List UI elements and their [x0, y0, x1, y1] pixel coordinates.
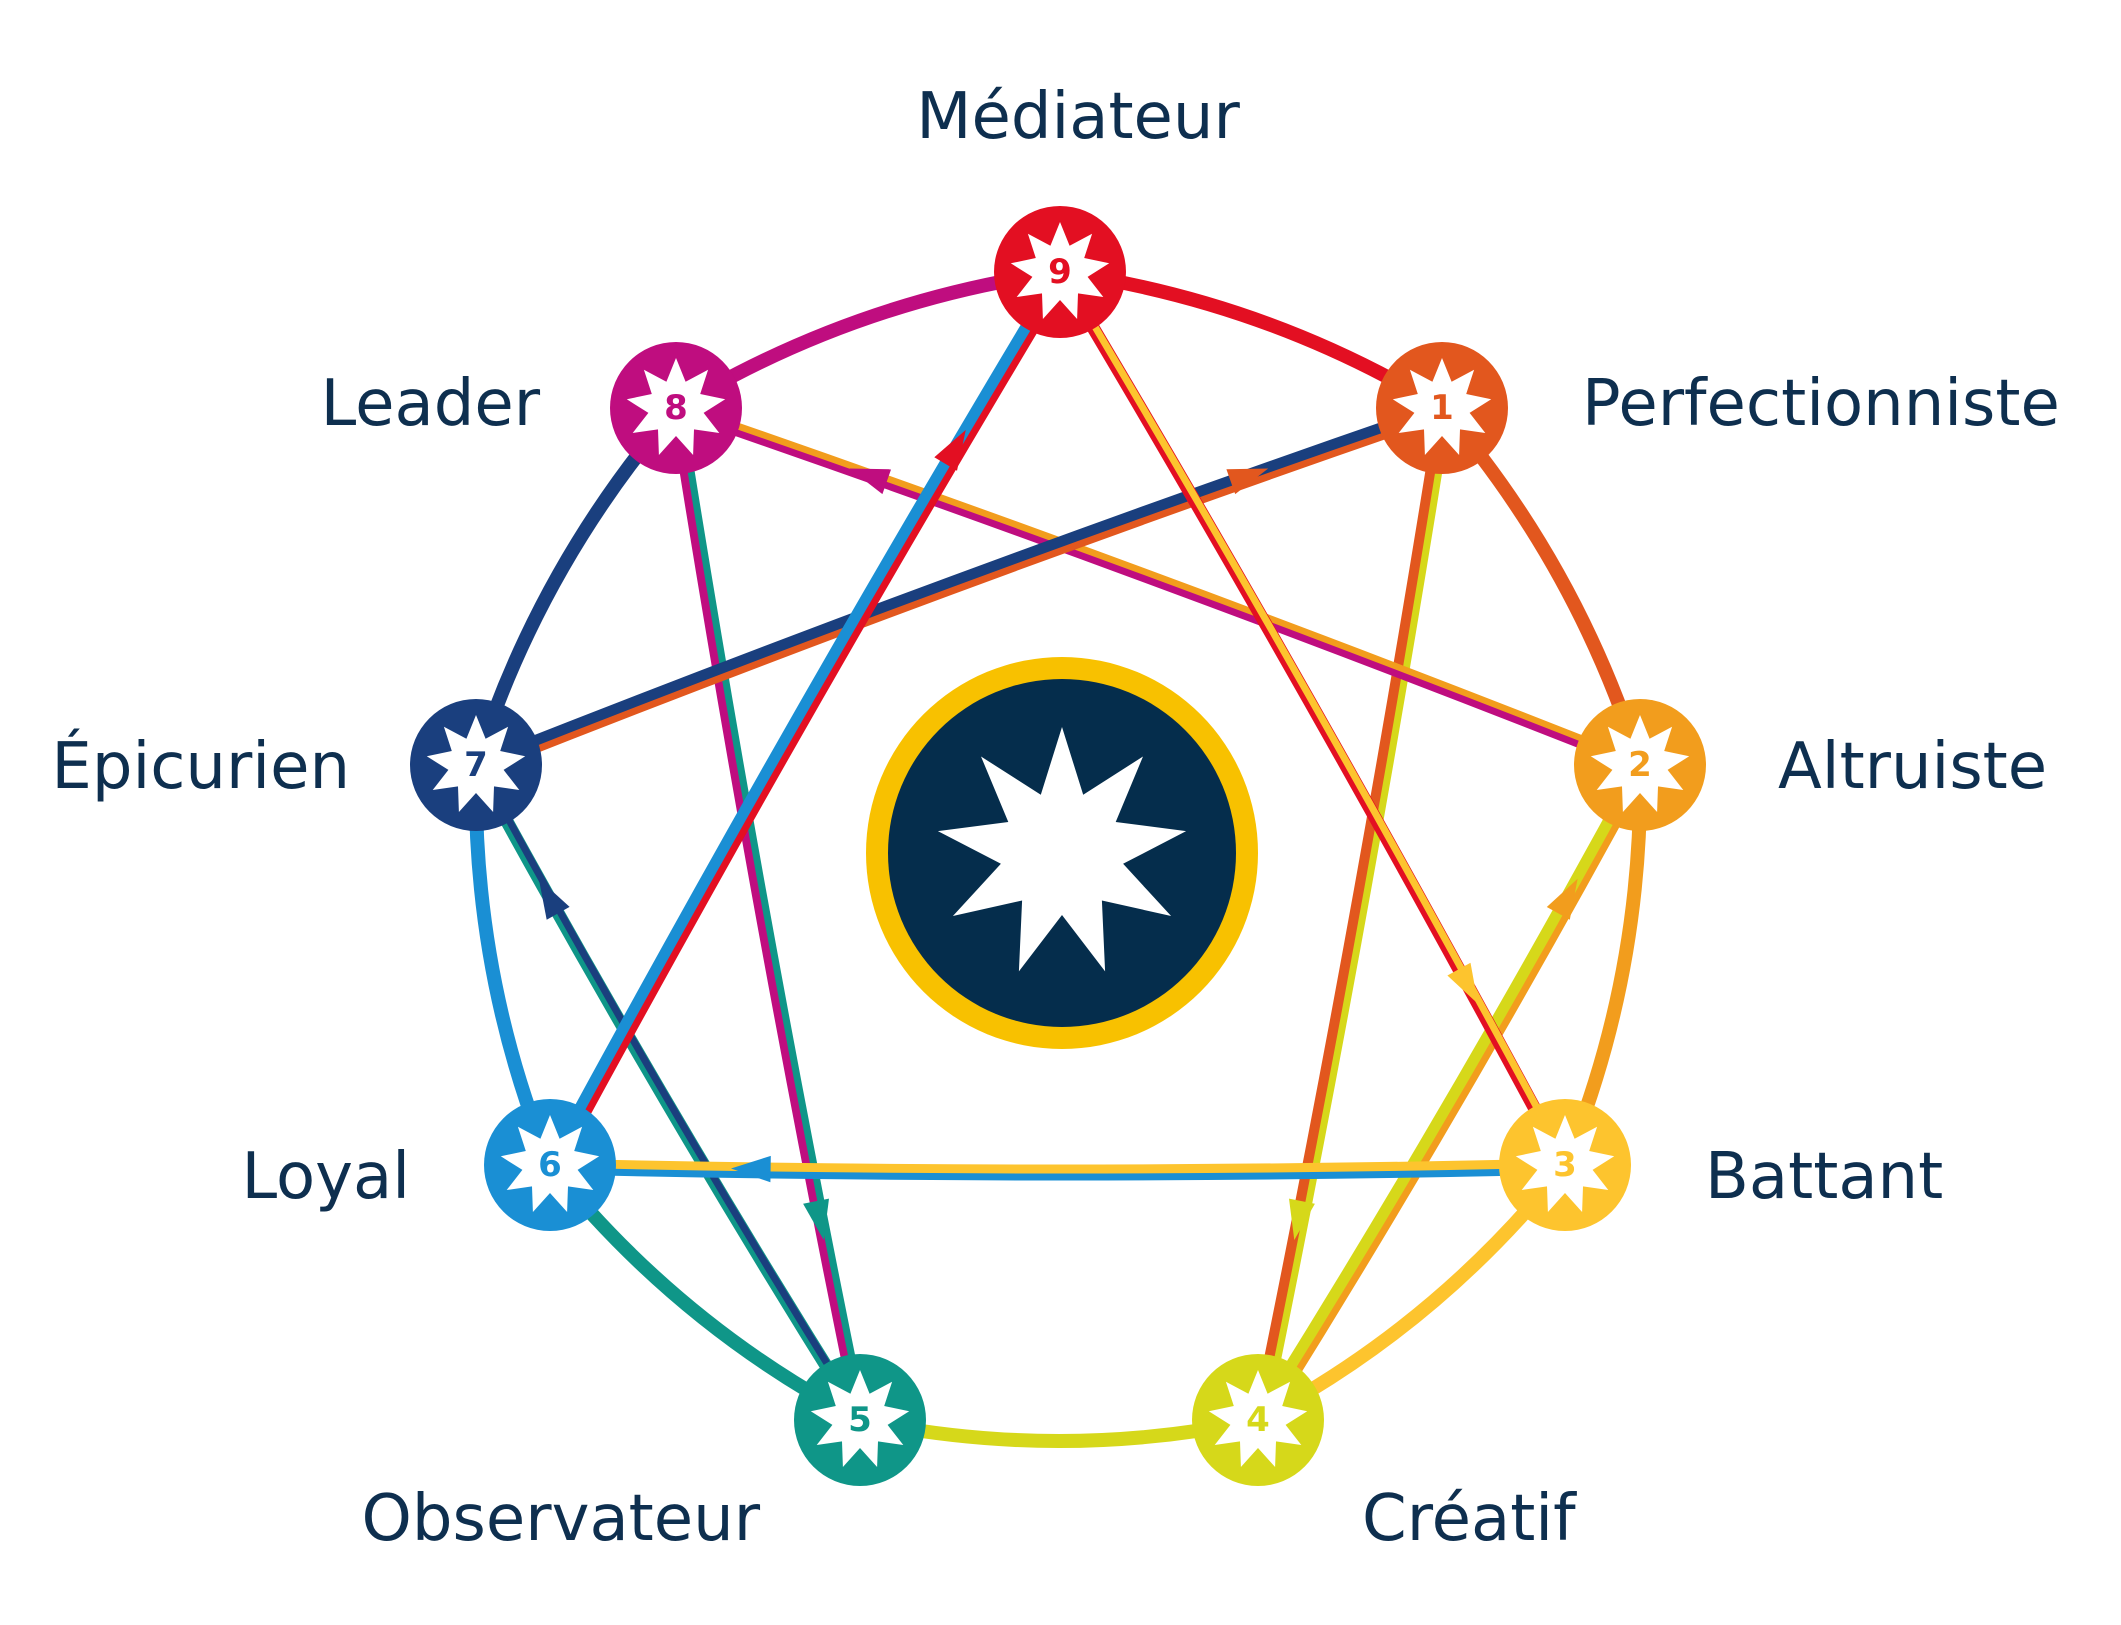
node-4-number: 4 [1246, 1400, 1270, 1440]
node-9-number: 9 [1048, 252, 1072, 292]
center-emblem [866, 657, 1258, 1049]
arrowhead-6-9 [934, 429, 966, 471]
link-4-2 [1251, 758, 1647, 1427]
node-9: 9 [994, 206, 1126, 338]
node-5: 5 [794, 1354, 926, 1486]
link-4-2-shade [1260, 767, 1650, 1430]
link-2-8-shade [678, 410, 1650, 775]
link-7-1-shade [478, 410, 1452, 775]
arrowhead-8-5 [803, 1198, 829, 1240]
label-1: Perfectionniste [1582, 367, 2060, 441]
node-5-number: 5 [848, 1400, 872, 1440]
star-icon [500, 1115, 600, 1212]
link-7-1 [469, 401, 1449, 772]
link-6-9-shade [552, 274, 1070, 1175]
arrowhead-9-3 [1447, 962, 1478, 1004]
node-3: 3 [1499, 1099, 1631, 1231]
link-1-4-shade [1260, 410, 1452, 1430]
node-8-number: 8 [664, 388, 688, 428]
link-8-5-shade [678, 410, 870, 1430]
arrowhead-3-6 [731, 1155, 771, 1183]
arrowhead-1-4 [1289, 1198, 1315, 1240]
star-icon [1515, 1115, 1615, 1212]
label-3: Battant [1705, 1140, 1943, 1214]
nine-point-star-icon [937, 727, 1187, 972]
node-8: 8 [610, 342, 742, 474]
arrowhead-7-1 [1226, 468, 1269, 495]
label-9: Médiateur [916, 80, 1240, 154]
node-6-number: 6 [538, 1145, 562, 1185]
link-8-5 [669, 401, 867, 1427]
node-6: 6 [484, 1099, 616, 1231]
arrowhead-5-7 [538, 878, 570, 920]
star-icon [1208, 1370, 1308, 1467]
node-2-number: 2 [1628, 745, 1652, 785]
node-1: 1 [1376, 342, 1508, 474]
label-6: Loyal [241, 1140, 410, 1214]
star-icon [810, 1370, 910, 1467]
label-5: Observateur [362, 1482, 761, 1556]
arrowhead-2-8 [849, 468, 892, 495]
star-icon [1590, 715, 1690, 812]
node-4: 4 [1192, 1354, 1324, 1486]
star-icon [426, 715, 526, 812]
star-icon [1392, 358, 1492, 455]
node-3-number: 3 [1553, 1145, 1577, 1185]
star-icon [1010, 222, 1110, 319]
node-7: 7 [410, 699, 542, 831]
label-7: Épicurien [51, 728, 350, 804]
node-2: 2 [1574, 699, 1706, 831]
link-6-9 [543, 265, 1067, 1172]
label-4: Créatif [1362, 1482, 1577, 1556]
label-8: Leader [321, 367, 541, 441]
arrowhead-4-2 [1546, 878, 1578, 920]
node-1-number: 1 [1430, 388, 1454, 428]
link-3-6-shade [552, 1167, 1575, 1181]
label-2: Altruiste [1778, 730, 2047, 804]
link-9-3-shade [1062, 274, 1575, 1175]
star-icon [626, 358, 726, 455]
node-7-number: 7 [464, 745, 488, 785]
link-1-4 [1251, 401, 1449, 1427]
inner-connection-lines [469, 265, 1650, 1430]
link-5-7-shade [478, 767, 870, 1430]
link-3-6 [543, 1158, 1572, 1178]
